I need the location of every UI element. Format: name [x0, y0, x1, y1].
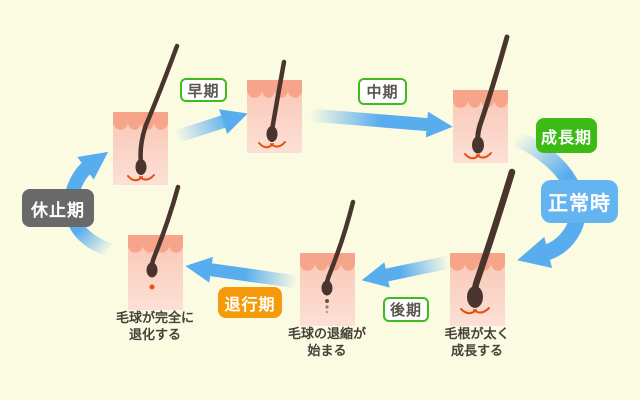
label-early-stage: 早期: [180, 78, 227, 102]
caption-regression-starts-line2: 始まる: [307, 344, 347, 359]
label-resting-phase-text: 休止期: [31, 200, 85, 221]
label-middle-stage-text: 中期: [366, 83, 399, 101]
caption-root-grows-thick-line1: 毛根が太く: [444, 327, 510, 342]
label-late-stage: 後期: [383, 297, 429, 322]
follicle-fully-regressed: [128, 184, 183, 310]
label-middle-stage: 中期: [358, 78, 407, 105]
label-normal-state-text: 正常時: [548, 191, 611, 215]
label-late-stage-text: 後期: [389, 301, 422, 319]
follicle-growth-middle: [247, 59, 302, 153]
follicle-growth-full: [453, 34, 510, 163]
follicle-growth-early: [113, 43, 180, 185]
arrow-late-icon: [361, 255, 451, 288]
follicle-regression-start: [300, 199, 356, 326]
arrow-early-icon: [173, 109, 248, 144]
caption-root-grows-thick: 毛根が太く 成長する: [422, 326, 532, 360]
arrow-regression-icon: [185, 256, 298, 289]
caption-fully-regressed: 毛球が完全に 退化する: [100, 310, 210, 344]
label-regression-phase-text: 退行期: [224, 294, 276, 314]
caption-root-grows-thick-line2: 成長する: [450, 344, 503, 359]
caption-fully-regressed-line1: 毛球が完全に: [115, 311, 194, 326]
label-normal-state: 正常時: [541, 180, 618, 223]
label-regression-phase: 退行期: [218, 287, 282, 318]
label-resting-phase: 休止期: [22, 189, 94, 227]
label-early-stage-text: 早期: [187, 81, 220, 100]
label-growth-phase: 成長期: [536, 118, 597, 153]
label-growth-phase-text: 成長期: [540, 127, 592, 147]
caption-fully-regressed-line2: 退化する: [128, 328, 181, 343]
caption-regression-starts: 毛球の退縮が 始まる: [272, 326, 382, 360]
follicle-late-thick: [450, 168, 516, 326]
caption-regression-starts-line1: 毛球の退縮が: [287, 327, 366, 342]
arrow-middle-icon: [309, 108, 453, 138]
